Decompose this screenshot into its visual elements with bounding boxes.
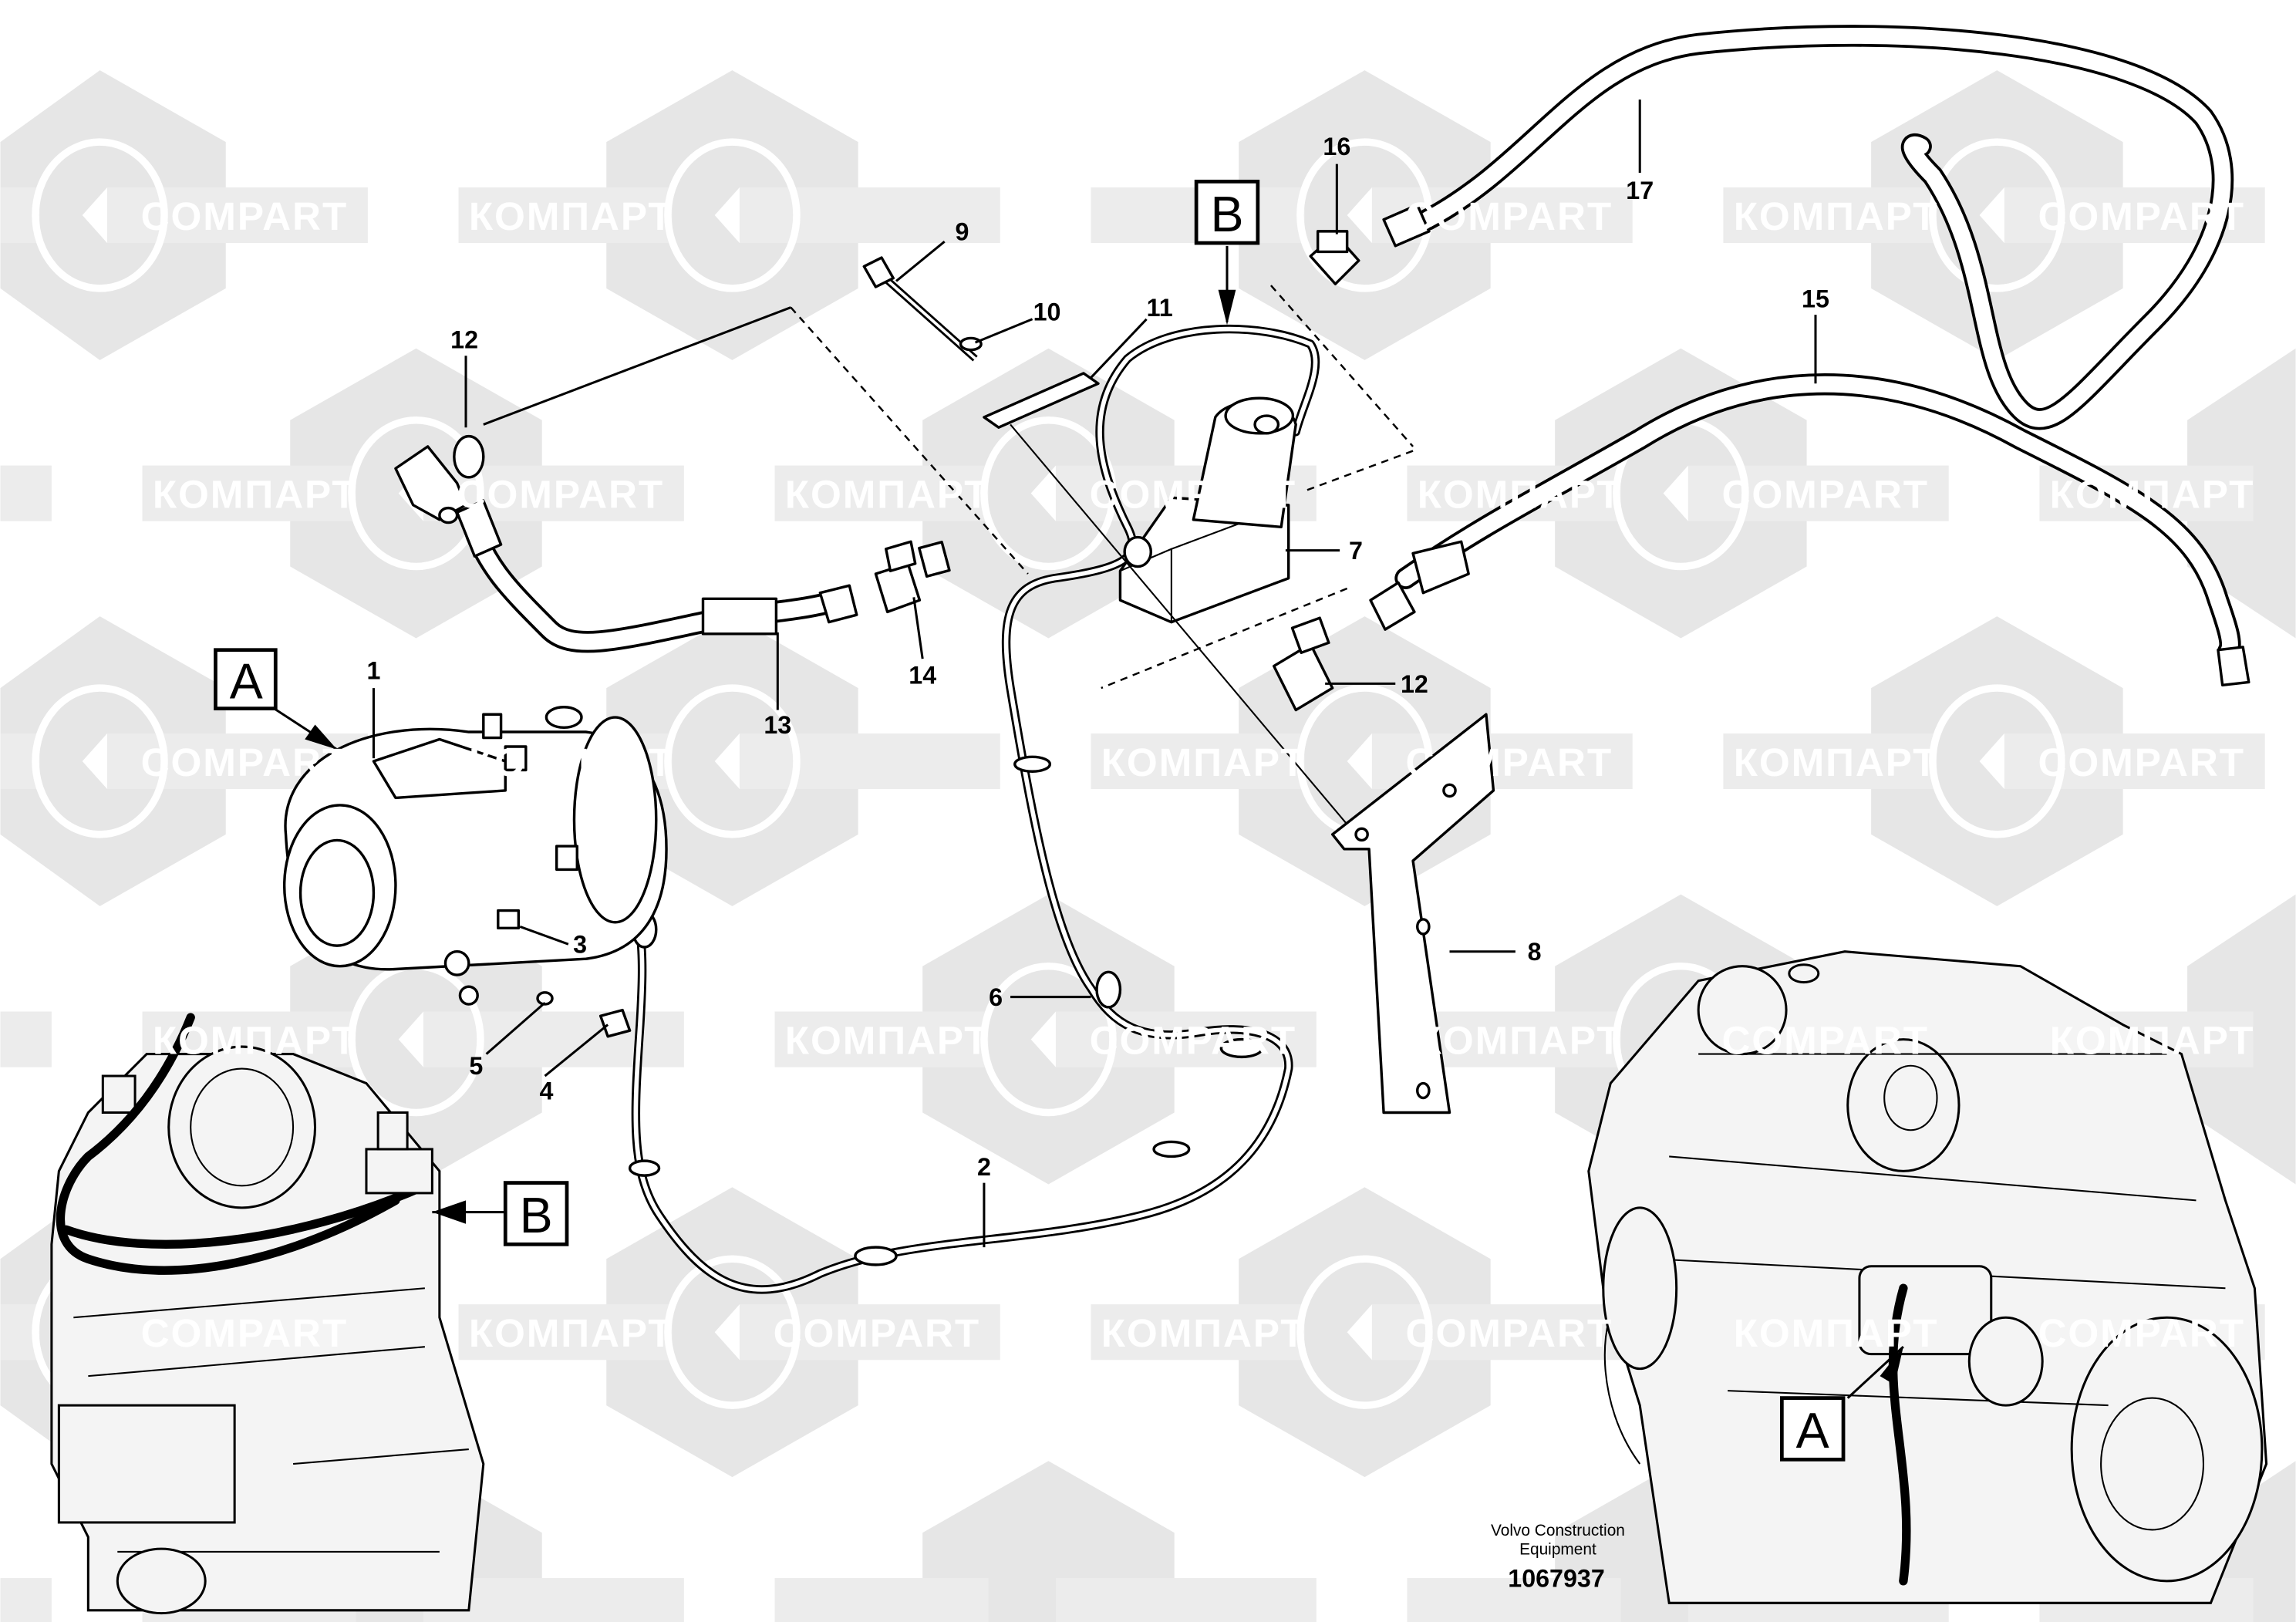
label-7: 7 bbox=[1349, 537, 1363, 565]
watermark-text-cyrillic: КОМПАРТ bbox=[1734, 740, 1939, 784]
watermark-text-latin: COMPART bbox=[1722, 473, 1929, 517]
label-15: 15 bbox=[1802, 285, 1829, 313]
label-11: 11 bbox=[1147, 294, 1173, 322]
watermark-text-cyrillic: КОМПАРТ bbox=[1734, 194, 1939, 238]
watermark-text-latin: COMPART bbox=[141, 740, 348, 784]
watermark-text-cyrillic: КОМПАРТ bbox=[1418, 1019, 1623, 1063]
label-9: 9 bbox=[955, 218, 969, 245]
engine-illustration bbox=[1587, 950, 2268, 1604]
hose-17 bbox=[1382, 25, 2234, 430]
label-1: 1 bbox=[366, 657, 380, 685]
label-6: 6 bbox=[989, 983, 1003, 1011]
watermark-text-latin: COMPART bbox=[1722, 1019, 1929, 1063]
watermark-text-latin: COMPART bbox=[1406, 194, 1613, 238]
starter-motor-1 bbox=[282, 706, 668, 971]
watermark-tile bbox=[0, 1578, 52, 1622]
part-labels: 1 2 3 4 5 6 7 8 9 10 11 12 12 13 14 15 1… bbox=[366, 133, 1829, 1181]
label-2: 2 bbox=[977, 1153, 991, 1181]
label-17: 17 bbox=[1626, 177, 1654, 204]
watermark-tile bbox=[0, 1011, 52, 1067]
watermark-tile bbox=[458, 1187, 1000, 1478]
watermark-tile bbox=[1407, 348, 1949, 639]
watermark-text-cyrillic: КОМПАРТ bbox=[153, 473, 358, 517]
connector-3 bbox=[497, 909, 521, 930]
watermark-tile bbox=[1091, 1187, 1633, 1478]
watermark-text-layer: COMPART КОМПАРТ COMPART КОМПАРТ COMPART КОМПА… bbox=[141, 194, 2255, 1355]
watermark-text-cyrillic: КОМПАРТ bbox=[785, 1019, 990, 1063]
callout-box-frames bbox=[214, 179, 1846, 1462]
watermark-text-cyrillic: КОМПАРТ bbox=[469, 194, 674, 238]
solenoid-valve-7 bbox=[1118, 396, 1297, 624]
fitting-12-right bbox=[1273, 616, 1334, 712]
drawing-number: 1067937 bbox=[1508, 1564, 1605, 1592]
label-10: 10 bbox=[1033, 298, 1061, 326]
pipe-13 bbox=[455, 499, 858, 653]
watermark-tile bbox=[0, 465, 52, 521]
watermark-text-latin: COMPART bbox=[774, 1311, 980, 1355]
label-5: 5 bbox=[469, 1052, 483, 1080]
watermark-text-cyrillic: КОМПАРТ bbox=[1101, 1311, 1306, 1355]
watermark-text-latin: COMPART bbox=[1406, 740, 1613, 784]
watermark-text-latin: COMPART bbox=[1406, 1311, 1613, 1355]
bracket-8 bbox=[1330, 713, 1495, 1114]
watermark-tile bbox=[1723, 70, 2265, 360]
callout-boxes: A B B A bbox=[230, 187, 1829, 1458]
watermark-text-cyrillic: КОМПАРТ bbox=[1734, 1311, 1939, 1355]
bolt-9 bbox=[862, 256, 978, 362]
callout-b-bottom: B bbox=[520, 1188, 553, 1243]
label-4: 4 bbox=[539, 1077, 553, 1104]
fitting-16 bbox=[1309, 230, 1360, 285]
label-12-left: 12 bbox=[450, 326, 478, 354]
watermark-tile bbox=[0, 616, 368, 906]
watermark-text-latin: COMPART bbox=[457, 473, 664, 517]
drawing-footer: Volvo Construction Equipment 1067937 bbox=[1491, 1522, 1625, 1592]
watermark-text-cyrillic: КОМПАРТ bbox=[469, 1311, 674, 1355]
plate-11 bbox=[983, 372, 1100, 429]
fitting-14 bbox=[874, 540, 951, 614]
watermark-text-latin: COMPART bbox=[1090, 473, 1296, 517]
watermark-tile bbox=[774, 1461, 1317, 1622]
label-16: 16 bbox=[1323, 133, 1350, 160]
label-8: 8 bbox=[1528, 938, 1542, 966]
label-12-right: 12 bbox=[1401, 670, 1428, 698]
watermark-text-cyrillic: КОМПАРТ bbox=[2050, 473, 2255, 517]
watermark-text-cyrillic: КОМПАРТ bbox=[785, 473, 990, 517]
watermark-tile bbox=[458, 70, 1000, 360]
fitting-12-left bbox=[394, 434, 485, 524]
label-3: 3 bbox=[573, 931, 587, 959]
watermark-tile bbox=[0, 70, 368, 360]
company-line-1: Volvo Construction bbox=[1491, 1522, 1625, 1539]
watermark-text-cyrillic: КОМПАРТ bbox=[153, 1019, 358, 1063]
callout-b-top: B bbox=[1210, 187, 1243, 242]
watermark-text-latin: COMPART bbox=[2038, 740, 2244, 784]
transmission-illustration bbox=[50, 1013, 506, 1615]
watermark-text-latin: COMPART bbox=[2038, 1311, 2244, 1355]
callout-a-top: A bbox=[230, 653, 263, 709]
watermark-text-latin: COMPART bbox=[1090, 1019, 1296, 1063]
bolt-axis-line bbox=[1010, 423, 1363, 843]
watermark-text-latin: COMPART bbox=[2038, 194, 2244, 238]
watermark-text-latin: COMPART bbox=[141, 194, 348, 238]
label-14: 14 bbox=[909, 661, 936, 689]
watermark-tile bbox=[1723, 616, 2265, 906]
leader-lines bbox=[273, 99, 1817, 1248]
watermark-text-cyrillic: КОМПАРТ bbox=[469, 740, 674, 784]
washer-10 bbox=[959, 336, 983, 352]
watermark-text-cyrillic: КОМПАРТ bbox=[2050, 1019, 2255, 1063]
company-line-2: Equipment bbox=[1519, 1541, 1596, 1559]
watermark-text-cyrillic: КОМПАРТ bbox=[1418, 473, 1623, 517]
watermark-text-cyrillic: КОМПАРТ bbox=[1101, 740, 1306, 784]
fasteners-4-5 bbox=[443, 950, 632, 1038]
callout-a-bottom: A bbox=[1796, 1403, 1829, 1458]
reference-dashed-lines bbox=[790, 285, 1414, 690]
watermark-text-latin: COMPART bbox=[141, 1311, 348, 1355]
label-13: 13 bbox=[764, 711, 791, 739]
hose-15 bbox=[1369, 373, 2250, 686]
